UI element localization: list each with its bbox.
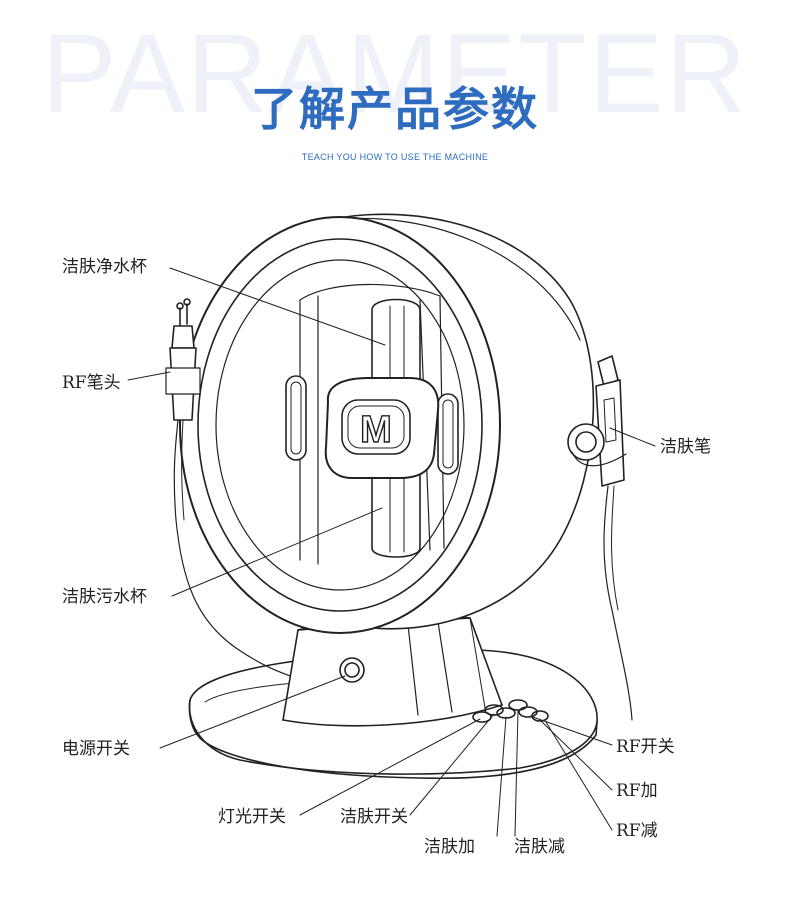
label-clean-water-cup: 洁肤净水杯 bbox=[62, 257, 147, 277]
label-light-switch: 灯光开关 bbox=[218, 807, 286, 827]
power-button-icon[interactable] bbox=[340, 658, 364, 682]
left-light-slot bbox=[286, 376, 306, 460]
label-cleansing-minus: 洁肤减 bbox=[514, 837, 565, 857]
label-power-switch: 电源开关 bbox=[62, 739, 130, 759]
right-light-slot bbox=[438, 394, 458, 474]
logo-letter: M bbox=[360, 409, 392, 451]
label-rf-switch: RF开关 bbox=[616, 737, 675, 757]
label-cleansing-pen: 洁肤笔 bbox=[660, 437, 711, 457]
label-cleansing-plus: 洁肤加 bbox=[424, 837, 475, 857]
label-rf-pen-head: RF笔头 bbox=[62, 373, 121, 393]
label-dirty-water-cup: 洁肤污水杯 bbox=[62, 587, 147, 607]
leader-rf-pen bbox=[128, 372, 170, 380]
label-cleansing-switch: 洁肤开关 bbox=[340, 807, 408, 827]
label-rf-plus: RF加 bbox=[616, 781, 658, 801]
dirty-water-cup bbox=[372, 468, 420, 557]
label-rf-minus: RF减 bbox=[616, 821, 658, 841]
